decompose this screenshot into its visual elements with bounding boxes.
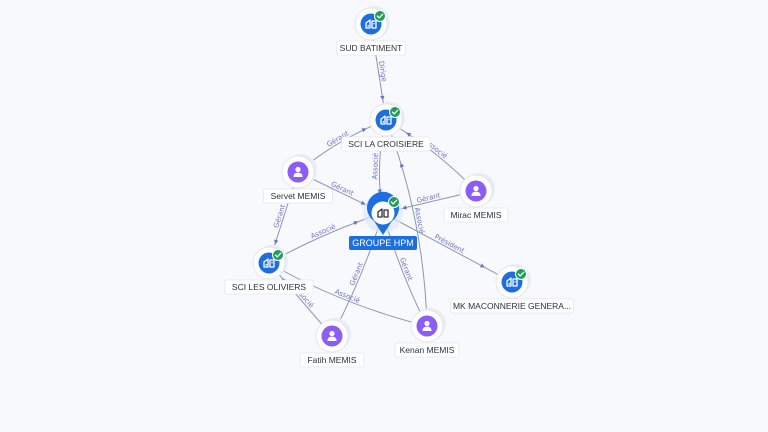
- node-label-box: [443, 207, 509, 223]
- node-label-box: [450, 298, 574, 314]
- center-label-box: [349, 236, 417, 250]
- edge-arrow-icon: [380, 95, 385, 101]
- node-mk_maconnerie[interactable]: MK MACONNERIE GENERA...: [450, 264, 574, 314]
- node-label-box: [224, 279, 314, 295]
- person-icon: [293, 166, 303, 177]
- edge-arrow-icon: [361, 128, 367, 133]
- person-icon: [327, 330, 337, 341]
- node-fatih_memis[interactable]: Fatih MEMIS: [299, 318, 365, 368]
- check-badge-icon: [515, 268, 527, 280]
- check-badge-icon: [388, 196, 400, 208]
- edge-label: Associé: [309, 223, 336, 241]
- edge-label: Dirige: [377, 60, 388, 82]
- node-sud_batiment[interactable]: SUD BATIMENT: [336, 6, 406, 56]
- check-badge-icon: [389, 106, 401, 118]
- node-label-box: [394, 342, 460, 358]
- node-label: MK MACONNERIE GENERA...: [453, 301, 571, 311]
- edge-label: Gérant: [348, 261, 365, 287]
- node-sci_les_oliviers[interactable]: SCI LES OLIVIERS: [224, 245, 314, 295]
- edge-label: Gérant: [416, 191, 442, 204]
- check-badge-icon: [374, 10, 386, 22]
- node-kenan_memis[interactable]: Kenan MEMIS: [394, 308, 460, 358]
- node-label-box: [299, 352, 365, 368]
- node-label: Servet MEMIS: [271, 191, 326, 201]
- node-label-box: [263, 188, 333, 204]
- node-label: SUD BATIMENT: [340, 43, 403, 53]
- person-icon: [471, 185, 481, 196]
- node-center-groupe_hpm[interactable]: GROUPE HPM: [349, 191, 417, 250]
- center-node-label: GROUPE HPM: [352, 238, 414, 248]
- edge-kenan_memis-sci_les_oliviers: [268, 262, 428, 327]
- node-label: Kenan MEMIS: [400, 345, 455, 355]
- edge-label: Gérant: [272, 203, 287, 229]
- node-label-box: [336, 40, 406, 56]
- edge-arrow-icon: [360, 200, 366, 205]
- edge-label: Gérant: [330, 180, 355, 198]
- building-icon: [506, 277, 518, 287]
- node-label-box: [341, 136, 431, 152]
- node-mirac_memis[interactable]: Mirac MEMIS: [443, 173, 509, 223]
- node-sci_la_croisiere[interactable]: SCI LA CROISIERE: [341, 102, 431, 152]
- node-label: SCI LA CROISIERE: [348, 139, 424, 149]
- check-badge-icon: [272, 249, 284, 261]
- building-icon: [365, 19, 377, 29]
- node-label: Fatih MEMIS: [307, 355, 356, 365]
- node-layer: SUD BATIMENT SCI LA CROISIERE Servet MEMIS…: [224, 6, 574, 368]
- building-icon: [377, 208, 389, 218]
- node-label: Mirac MEMIS: [451, 210, 502, 220]
- building-icon: [263, 258, 275, 268]
- edge-label: Président: [433, 233, 466, 256]
- node-label: SCI LES OLIVIERS: [232, 282, 306, 292]
- edge-arrow-icon: [353, 220, 359, 226]
- edge-arrow-icon: [406, 132, 412, 137]
- edge-arrow-icon: [400, 162, 405, 168]
- node-servet_memis[interactable]: Servet MEMIS: [263, 154, 333, 204]
- person-icon: [422, 320, 432, 331]
- edge-arrow-icon: [479, 263, 485, 268]
- edge-label: Associé: [333, 288, 361, 305]
- edge-arrow-icon: [402, 205, 407, 210]
- edge-label: Associé: [371, 153, 380, 180]
- edge-mirac_memis-sci_la_croisiere: [385, 119, 477, 192]
- edge-arrow-icon: [274, 239, 279, 245]
- edge-label: Gérant: [398, 256, 414, 282]
- building-icon: [380, 115, 392, 125]
